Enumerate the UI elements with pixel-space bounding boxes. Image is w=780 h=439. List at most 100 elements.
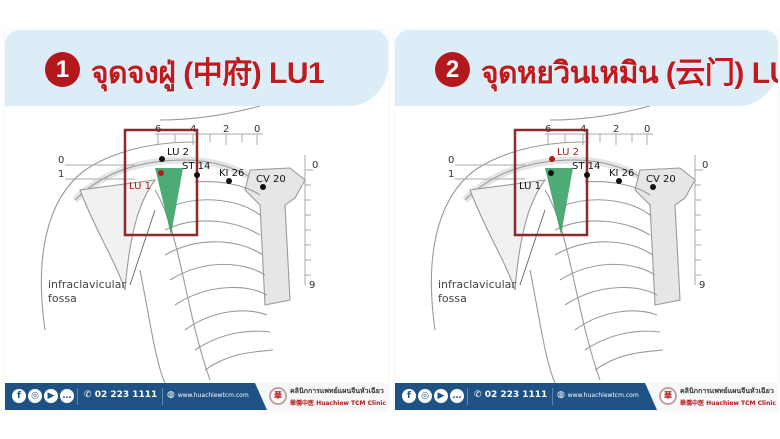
divider [162,388,163,405]
divider [552,388,553,405]
clavicle [74,159,256,201]
panel-number-badge: 1 [45,52,80,87]
anatomy-diagram: 6 4 2 0 0 1 0 9 LU 2 LU 1 ST 14 KI 26 CV… [430,106,708,383]
scale-tick: 9 [309,280,315,291]
clinic-name-thai: คลินิกการแพทย์แผนจีนหัวเฉียว [290,387,384,395]
panel-number-badge: 2 [435,52,470,87]
line-icon[interactable]: … [60,389,74,403]
label-ki26: KI 26 [609,168,634,179]
website-link[interactable]: ◍ www.huachiewtcm.com [557,390,639,400]
facebook-icon[interactable]: f [402,389,416,403]
label-lu1: LU 1 [129,181,151,192]
scale-tick: 0 [312,160,318,171]
phone-text: 02 223 1111 [94,390,158,400]
point-cv20 [650,184,656,190]
website-link[interactable]: ◍ www.huachiewtcm.com [167,390,249,400]
label-lu2: LU 2 [167,147,189,158]
label-st14: ST 14 [572,161,600,172]
contact-bar: f ◎ ▶ … ✆ 02 223 1111 ◍ www.huachiewtcm.… [395,383,657,410]
social-icons: f ◎ ▶ … [12,389,74,403]
point-lu2 [159,156,165,162]
skeleton-illustration [430,106,696,383]
footer: f ◎ ▶ … ✆ 02 223 1111 ◍ www.huachiewtcm.… [5,383,388,410]
clinic-logo: 華 [269,387,287,405]
clinic-name-thai: คลินิกการแพทย์แผนจีนหัวเฉียว [680,387,774,395]
scapula [469,179,547,291]
label-lu1: LU 1 [519,181,541,192]
social-icons: f ◎ ▶ … [402,389,464,403]
clavicle [464,159,646,201]
clinic-name-english: 華僑中医 Huachiew TCM Clinic [290,400,386,407]
globe-icon: ◍ [557,390,568,400]
highlight-box [123,128,199,237]
instagram-icon[interactable]: ◎ [28,389,42,403]
acupoint-panel: 1 จุดจงฝู่ (中府) LU1 [5,30,388,410]
fossa-label: fossa [438,292,467,305]
phone-icon: ✆ [84,390,95,400]
fossa-pointer [519,209,546,286]
phone-icon: ✆ [474,390,485,400]
scale-tick: 9 [699,280,705,291]
clinic-logo: 華 [659,387,677,405]
scapula [79,179,157,291]
scale-tick: 0 [644,124,650,135]
clinic-name-english: 華僑中医 Huachiew TCM Clinic [680,400,776,407]
point-lu1 [548,170,554,176]
point-ki26 [226,178,232,184]
measurement-scale [65,133,313,285]
label-cv20: CV 20 [256,174,286,185]
title-bar: 1 จุดจงฝู่ (中府) LU1 [5,30,388,106]
facebook-icon[interactable]: f [12,389,26,403]
globe-icon: ◍ [167,390,178,400]
label-st14: ST 14 [182,161,210,172]
sternum [244,167,306,306]
website-text: www.huachiewtcm.com [177,392,249,399]
youtube-icon[interactable]: ▶ [434,389,448,403]
measurement-scale [455,133,703,285]
phone-number[interactable]: ✆ 02 223 1111 [84,390,157,400]
scale-tick: 0 [58,155,64,166]
panel-title: จุดจงฝู่ (中府) LU1 [91,57,325,90]
website-text: www.huachiewtcm.com [567,392,639,399]
fossa-label: infraclavicular [48,278,126,291]
instagram-icon[interactable]: ◎ [418,389,432,403]
point-lu1 [158,170,164,176]
panel-title: จุดหยวินเหมิน (云门) LU2 [481,57,778,90]
contact-bar: f ◎ ▶ … ✆ 02 223 1111 ◍ www.huachiewtcm.… [5,383,267,410]
fossa-pointer [129,209,156,286]
phone-text: 02 223 1111 [484,390,548,400]
acupoint-region [155,168,183,235]
shoulder-outline [430,141,586,331]
point-ki26 [616,178,622,184]
acupoint-region [545,168,573,235]
scale-tick: 0 [702,160,708,171]
scale-tick: 2 [613,124,619,135]
sternum [634,167,696,306]
point-cv20 [260,184,266,190]
footer: f ◎ ▶ … ✆ 02 223 1111 ◍ www.huachiewtcm.… [395,383,778,410]
scale-tick: 1 [448,169,454,180]
fossa-label: infraclavicular [438,278,516,291]
divider [467,388,468,405]
line-icon[interactable]: … [450,389,464,403]
highlight-box [513,128,589,237]
label-ki26: KI 26 [219,168,244,179]
phone-number[interactable]: ✆ 02 223 1111 [474,390,547,400]
point-st14 [584,172,590,178]
scale-tick: 1 [58,169,64,180]
skeleton-illustration [40,106,306,383]
shoulder-outline [40,141,196,331]
scale-tick: 2 [223,124,229,135]
point-st14 [194,172,200,178]
anatomy-diagram: 6 4 2 0 0 1 0 9 LU 2 LU 1 ST 14 KI 26 CV… [40,106,318,383]
label-cv20: CV 20 [646,174,676,185]
title-bar: 2 จุดหยวินเหมิน (云门) LU2 [395,30,778,106]
acupoint-panel: 2 จุดหยวินเหมิน (云门) LU2 [395,30,778,410]
scale-tick: 0 [254,124,260,135]
scale-tick: 0 [448,155,454,166]
fossa-label: fossa [48,292,77,305]
point-lu2 [549,156,555,162]
youtube-icon[interactable]: ▶ [44,389,58,403]
label-lu2: LU 2 [557,147,579,158]
divider [77,388,78,405]
